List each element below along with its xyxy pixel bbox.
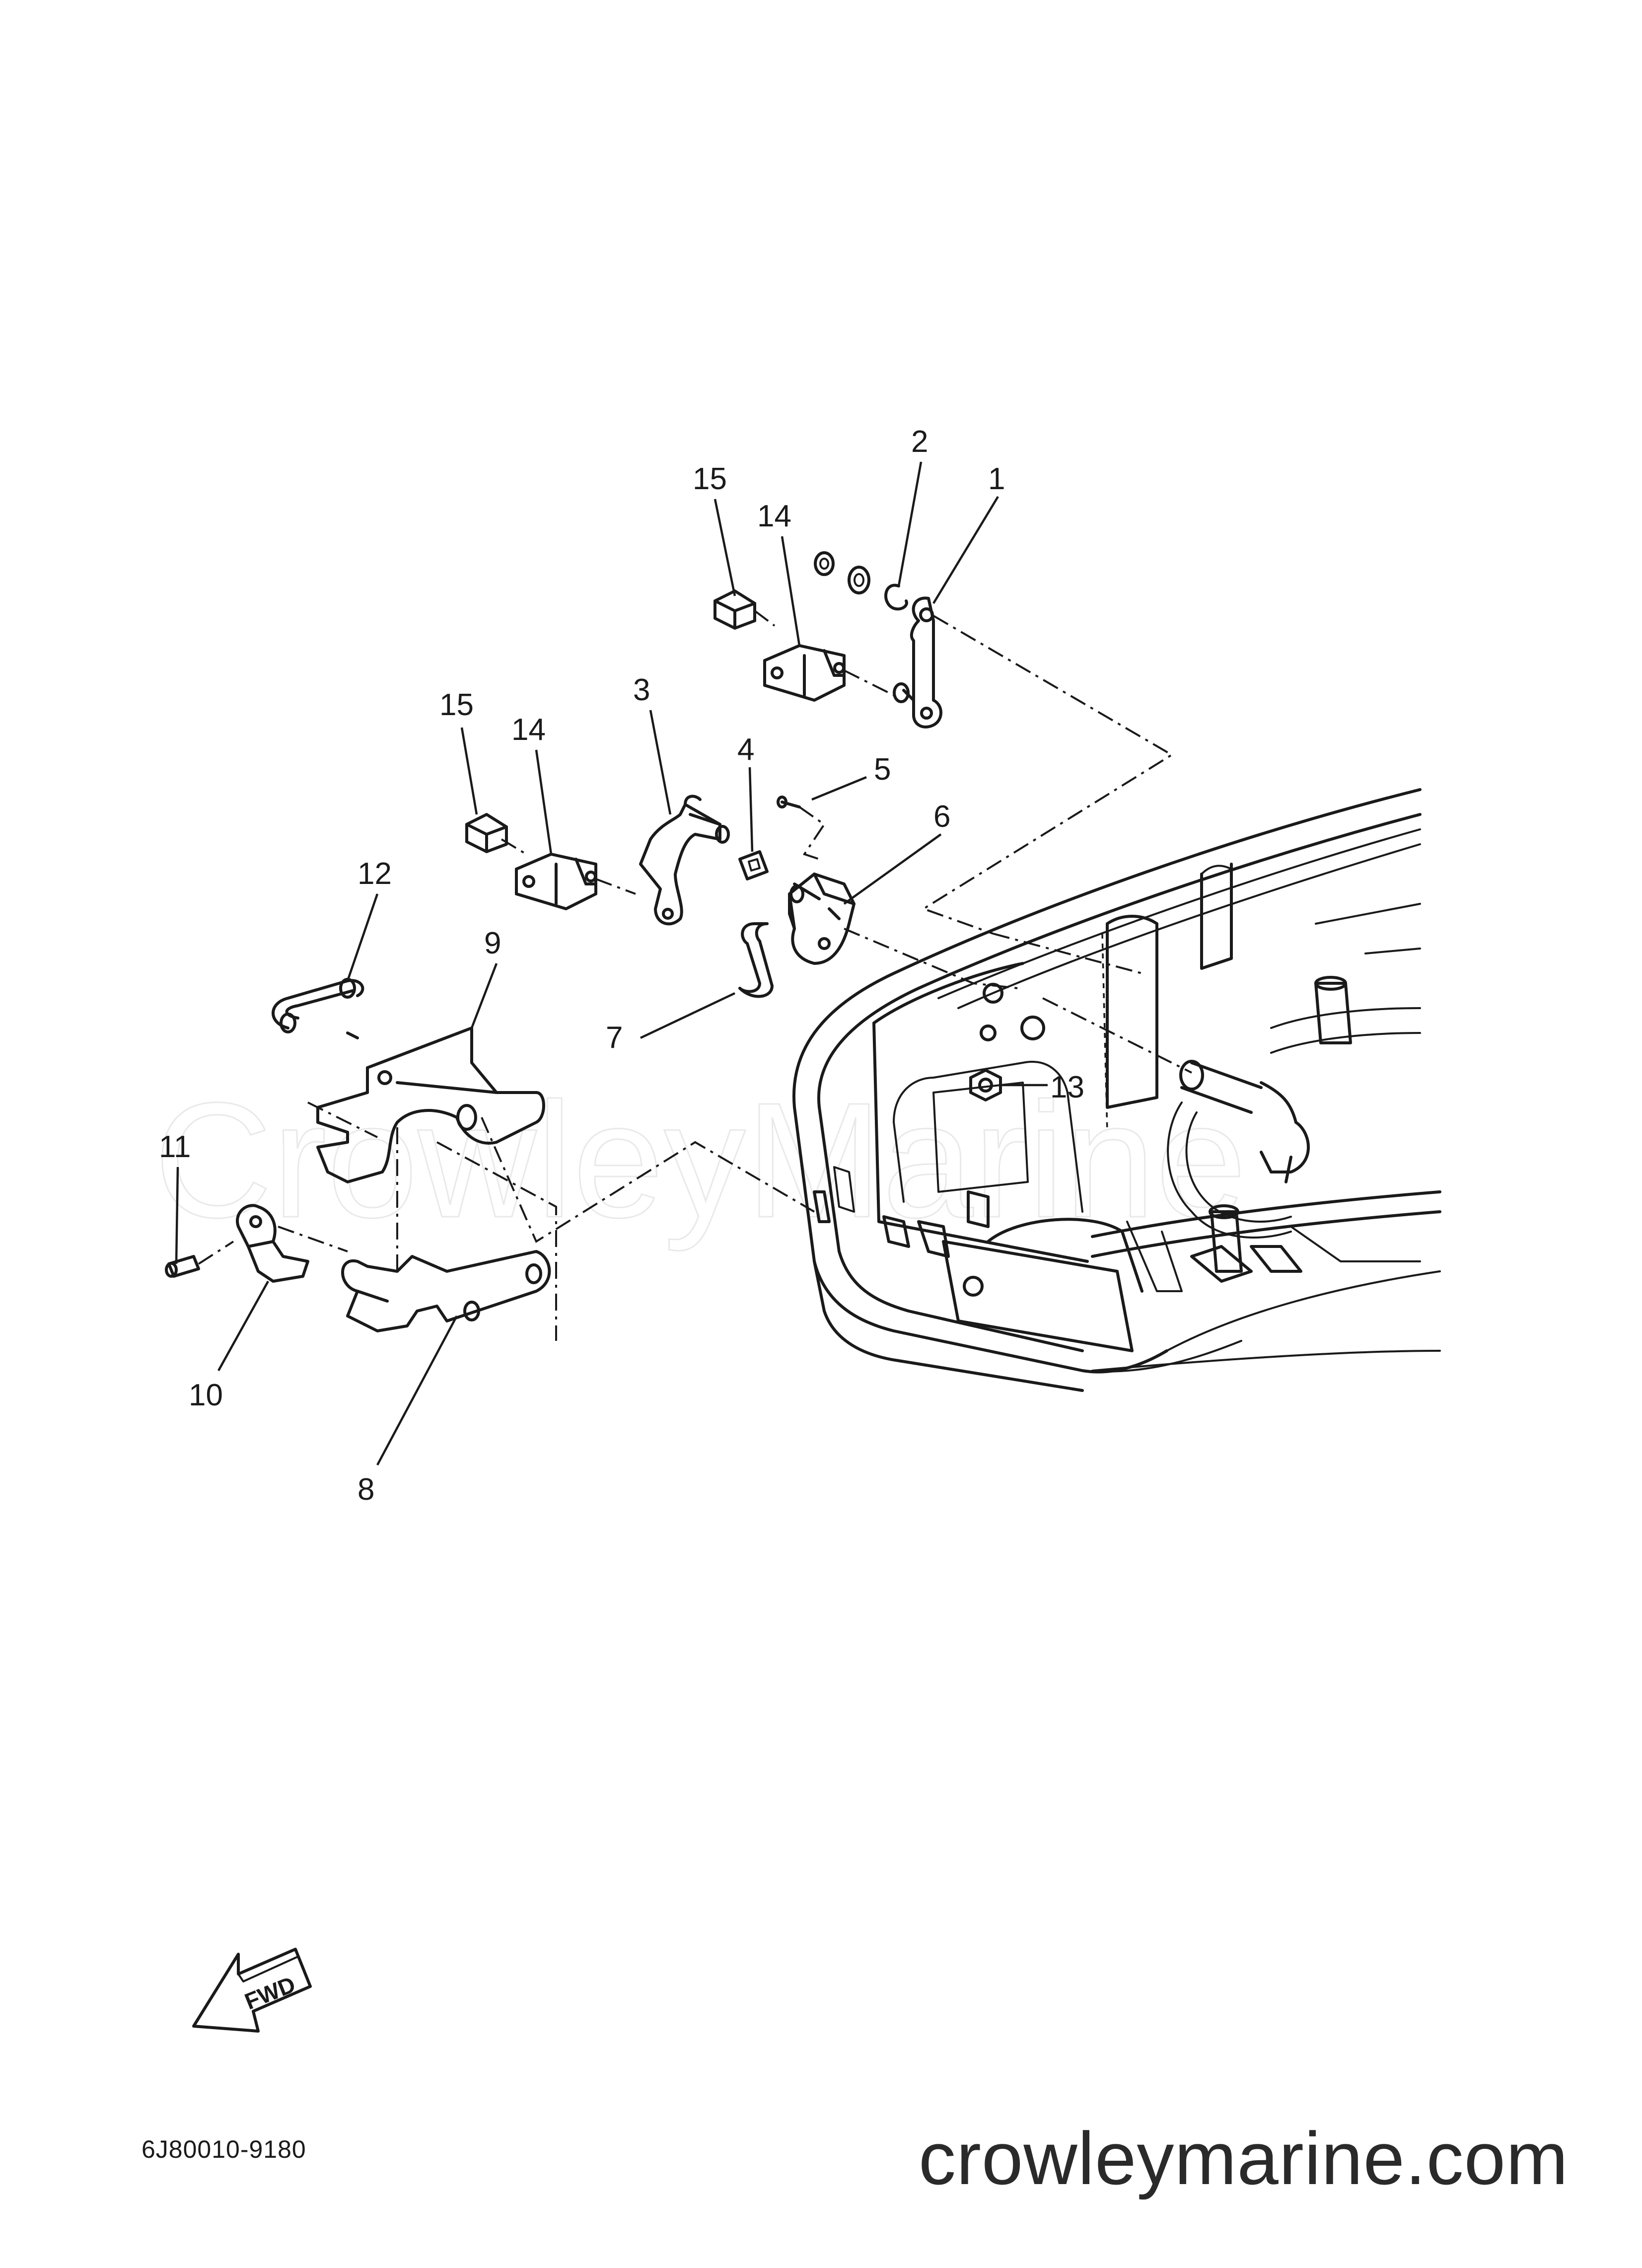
assembly-lines bbox=[198, 610, 1192, 1341]
watermark: CrowleyMarine bbox=[154, 1068, 1247, 1252]
callout-1: 1 bbox=[988, 462, 1005, 496]
part-9-bracket-plate bbox=[316, 1026, 545, 1183]
callout-4: 4 bbox=[737, 732, 754, 767]
bottom-cowling bbox=[792, 788, 1441, 1392]
leader-lines bbox=[175, 461, 1048, 1466]
callout-10: 10 bbox=[189, 1378, 223, 1412]
part-8-lower-bracket bbox=[341, 1250, 551, 1332]
diagram-code: 6J80010-9180 bbox=[142, 2135, 306, 2163]
part-13-nut bbox=[969, 1069, 1002, 1101]
callout-5: 5 bbox=[874, 752, 891, 787]
part-11-pin bbox=[165, 1255, 200, 1278]
callout-15-lower: 15 bbox=[439, 688, 474, 722]
callout-15-upper: 15 bbox=[693, 462, 727, 496]
callout-14-lower: 14 bbox=[511, 713, 546, 747]
part-6-bracket bbox=[788, 873, 856, 965]
part-15-lower-clip bbox=[465, 813, 508, 853]
part-1-lever bbox=[893, 596, 942, 729]
callout-11: 11 bbox=[159, 1130, 191, 1164]
callout-12: 12 bbox=[357, 857, 392, 891]
callout-14-upper: 14 bbox=[757, 499, 791, 533]
part-4-washer bbox=[738, 850, 769, 880]
part-2-clip bbox=[814, 551, 908, 611]
callout-6: 6 bbox=[933, 800, 950, 834]
part-15-upper-clip bbox=[714, 589, 756, 630]
callout-7: 7 bbox=[606, 1021, 623, 1055]
part-10-clamp bbox=[236, 1204, 309, 1283]
part-14-lower-joint bbox=[515, 853, 597, 910]
part-12-u-pin bbox=[272, 978, 364, 1039]
fwd-arrow-icon: FWD bbox=[192, 1948, 312, 2033]
part-7-link-rod bbox=[738, 922, 774, 998]
callout-labels: 1 2 3 4 5 6 7 8 9 10 11 12 13 14 14 15 1… bbox=[159, 425, 1084, 1507]
callout-9: 9 bbox=[484, 926, 501, 960]
part-5-pin bbox=[777, 796, 801, 808]
website-url: crowleymarine.com bbox=[919, 2117, 1569, 2200]
part-14-upper-joint bbox=[763, 644, 846, 702]
callout-8: 8 bbox=[357, 1472, 374, 1507]
callout-2: 2 bbox=[911, 425, 928, 459]
part-3-arm bbox=[639, 795, 730, 926]
callout-13: 13 bbox=[1050, 1070, 1084, 1104]
callout-3: 3 bbox=[633, 673, 650, 707]
